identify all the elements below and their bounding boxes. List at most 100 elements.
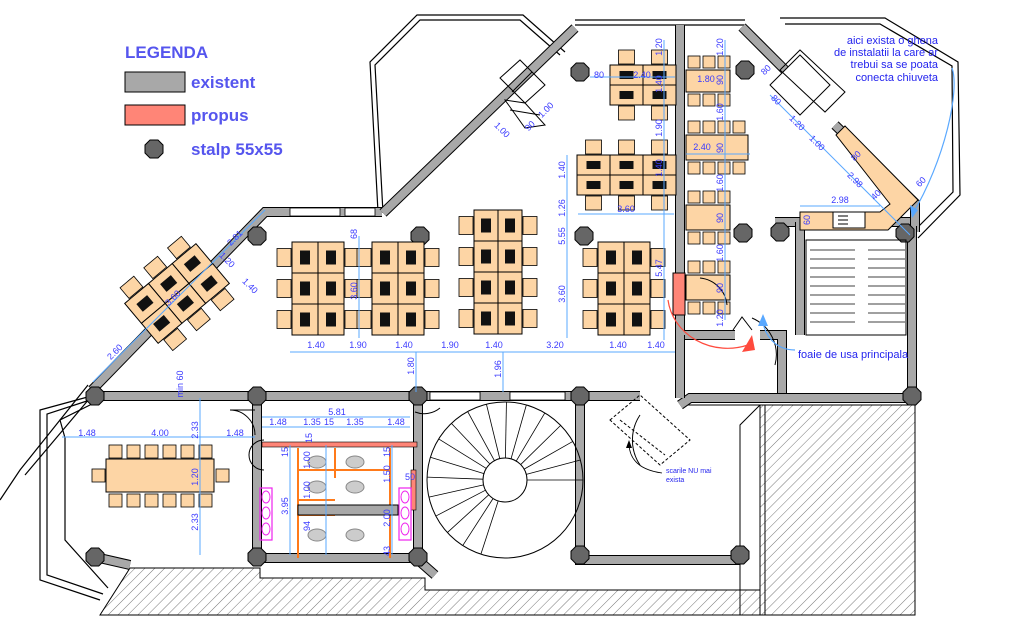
chair [163,327,188,352]
chair [91,468,106,483]
dimension-line [92,209,266,383]
main-staircase [805,239,907,336]
chair [618,195,635,211]
dimension-label: min 60 [175,370,185,397]
chair [126,444,141,459]
dimension-label: 1.35 [303,417,321,427]
desk-cluster [609,49,677,121]
sink-icon [832,211,866,229]
restroom [259,448,412,558]
chair [717,120,731,134]
chair [166,235,191,260]
dimension-label: 43 [382,546,392,556]
dimension-label: 3.60 [349,282,359,300]
chair [458,278,474,297]
monitor-icon [586,161,601,169]
dimension-label: 1.48 [226,428,244,438]
chair [618,49,635,65]
note-line: trebui sa se poata [851,59,939,71]
washbasin-icon [398,487,412,541]
desk-cluster [356,241,440,336]
chair [522,247,538,266]
dimension-label: 1.48 [269,417,287,427]
chair [732,161,746,175]
chair [687,260,701,274]
spiral-staircase [426,401,584,559]
dimension-label: 1.96 [493,360,503,378]
dimension-label: 1.40 [395,340,413,350]
bay-window-outlines [0,14,961,601]
monitor-icon [652,91,667,99]
monitor-icon [619,181,634,189]
chair [582,279,598,298]
dimension-lines [62,40,911,555]
small-stair [499,59,546,129]
dimension-label: 1.40 [654,159,664,177]
dimension-label: 1.20 [654,38,664,56]
dimension-line [769,94,911,236]
dimension-label: 1.40 [485,340,503,350]
chair [717,55,731,69]
dimension-label: 3.60 [557,285,567,303]
dimension-label: 1.40 [240,276,259,295]
chair [162,493,177,508]
monitor-icon [505,249,515,264]
dimension-label: 50 [405,472,415,482]
chair [702,301,716,315]
monitor-icon [406,250,416,265]
chair [582,248,598,267]
chair [108,444,123,459]
dimension-label: 1.90 [441,340,459,350]
chair [276,248,292,267]
dimension-label: 1.35 [346,417,364,427]
washbasin-icon [259,487,273,541]
chair [162,444,177,459]
monitor-icon [652,71,667,79]
note-line: conecta chiuveta [855,72,938,84]
note-line: de instalatii la care ar [834,47,938,59]
dimension-label: 1.20 [787,113,806,132]
kitchen-stair [769,49,846,116]
dimension-label: 1.00 [302,451,312,469]
chair [732,120,746,134]
dimension-label: 90 [715,75,725,85]
dimension-label: 90 [523,119,537,133]
chair [585,195,602,211]
furniture [91,49,749,508]
chair [651,195,668,211]
dimension-label: 1.60 [715,103,725,121]
monitor-icon [326,312,336,327]
window [509,391,566,401]
column-icon [735,60,755,80]
dimension-label: 1.26 [557,199,567,217]
chair [126,493,141,508]
monitor-icon [380,312,390,327]
window [429,391,481,401]
kitchen-counter [799,125,919,231]
dimension-label: 90 [715,213,725,223]
monitor-icon [176,295,194,312]
column-icon [730,545,750,565]
dimension-label: 2.33 [190,421,200,439]
monitor-icon [632,312,642,327]
monitor-icon [619,91,634,99]
legend-label-propus: propus [191,106,249,125]
dimension-label: 1.00 [492,120,511,139]
chair [702,260,716,274]
chair [186,307,211,332]
chair [356,310,372,329]
dimension-label: 1.80 [697,74,715,84]
chair [650,279,666,298]
chair [276,310,292,329]
chair [458,247,474,266]
toilet-icon [345,528,365,542]
column-icon [570,545,590,565]
dimension-label: 60 [914,175,928,189]
column-icon [895,223,915,243]
desk-cluster [119,235,235,352]
chair [717,93,731,107]
window [344,207,376,217]
chair [424,279,440,298]
column-icon [85,386,105,406]
legend-label-existent: existent [191,73,256,92]
